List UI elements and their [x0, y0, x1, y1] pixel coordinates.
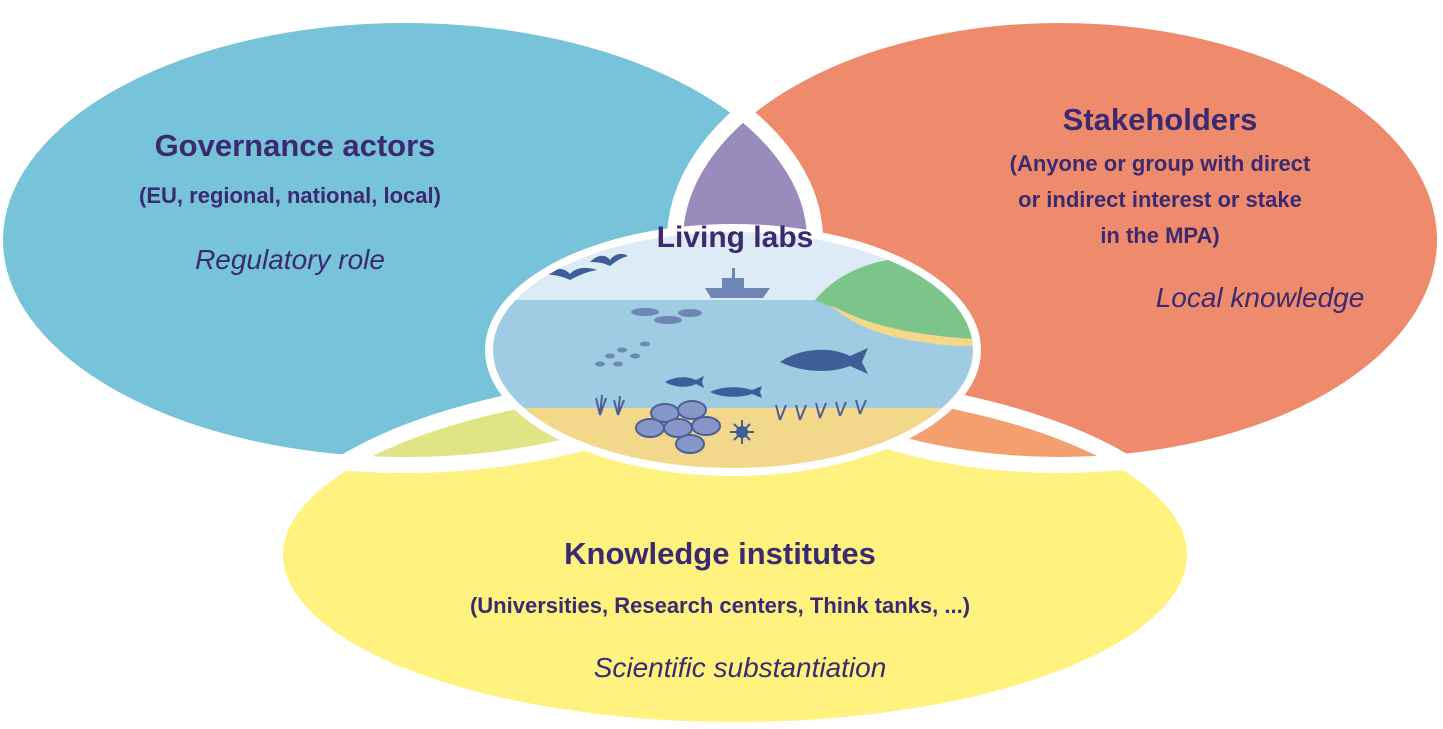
knowledge-subtitle: (Universities, Research centers, Think t… [469, 593, 971, 618]
knowledge-role: Scientific substantiation [593, 652, 887, 683]
governance-role: Regulatory role [195, 244, 385, 275]
stakeholders-title: Stakeholders [1062, 102, 1258, 137]
knowledge-title: Knowledge institutes [564, 536, 876, 571]
knowledge-circle [275, 380, 1195, 729]
living-labs-title: Living labs [656, 221, 814, 254]
stakeholders-role: Local knowledge [1155, 282, 1365, 313]
governance-subtitle: (EU, regional, national, local) [139, 183, 441, 208]
stakeholders-subtitle-line-1: (Anyone or group with direct [1009, 151, 1311, 176]
stakeholders-subtitle-line-2: or indirect interest or stake [1018, 187, 1302, 212]
governance-title: Governance actors [154, 128, 436, 163]
stakeholders-subtitle-line-3: in the MPA) [1100, 223, 1220, 248]
